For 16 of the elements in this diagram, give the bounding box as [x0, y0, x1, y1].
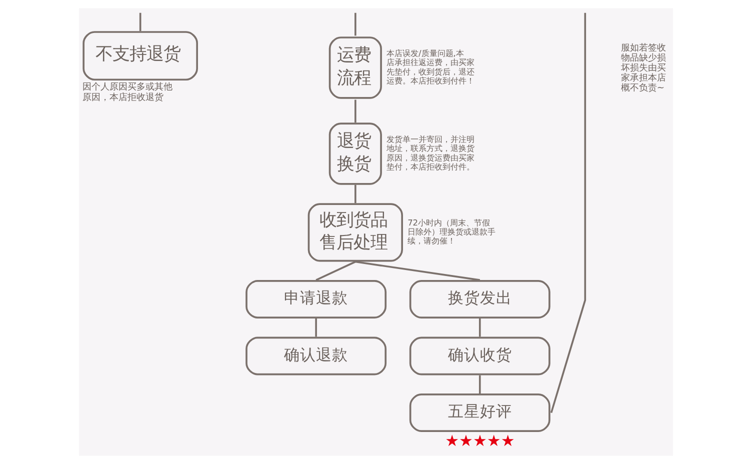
- node-label: 发货单一并寄回，并注明地址，联系方式，退换货原因，退换货运费由买家垫付，本店拒收到付件。: [386, 134, 474, 172]
- connector: [550, 12, 586, 414]
- connector: [138, 12, 141, 32]
- connector: [354, 12, 356, 36]
- connector: [315, 260, 356, 281]
- connector: [478, 318, 480, 337]
- node-label: 本店误发/质量问题,本店承担往返运费，由买家先垫付，收到货后，退还运费。本店拒收到付件！: [386, 48, 474, 86]
- connector: [354, 100, 356, 123]
- node-label: 因个人原因买多或其他原因，本店拒收退货: [82, 82, 172, 103]
- label: 服如若签收物品缺少损坏损失由买家承担本店概不负责~: [620, 43, 666, 94]
- connector: [354, 184, 356, 204]
- node-label: 72小时内（周末、节假日除外）理换货或退款手续，请勿催！: [407, 217, 496, 246]
- connector: [478, 375, 480, 394]
- node-label: ★★★★★: [444, 432, 514, 450]
- connector: [314, 318, 316, 337]
- connector: [354, 260, 480, 281]
